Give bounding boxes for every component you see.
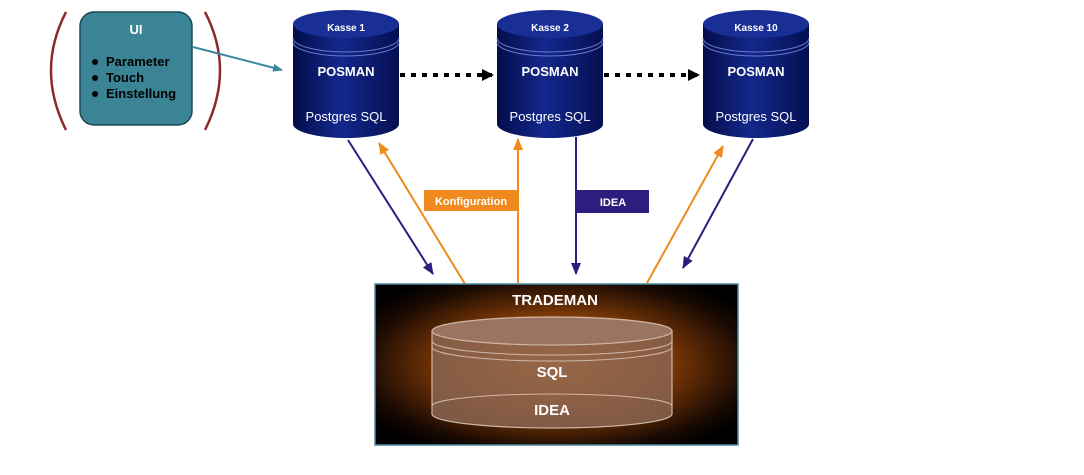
trademan-db-sub-label: IDEA <box>534 402 570 419</box>
konfiguration-tag: Konfiguration <box>424 190 519 211</box>
register-kasse-2: Kasse 2 POSMAN Postgres SQL <box>496 10 604 138</box>
trademan-to-kasse10-arrow <box>646 145 724 284</box>
ui-title: UI <box>130 22 143 37</box>
register-db: Postgres SQL <box>716 109 797 124</box>
left-bracket <box>49 11 68 131</box>
idea-label: IDEA <box>600 197 626 209</box>
idea-tag: IDEA <box>577 190 649 213</box>
ui-box: UI Parameter Touch Einstellung <box>79 11 193 126</box>
ui-item-parameter: Parameter <box>106 54 170 69</box>
register-db: Postgres SQL <box>306 109 387 124</box>
register-label: Kasse 2 <box>531 23 569 34</box>
trademan-to-kasse1-arrow <box>378 142 466 285</box>
register-db: Postgres SQL <box>510 109 591 124</box>
trademan-title: TRADEMAN <box>512 292 598 309</box>
register-kasse-1: Kasse 1 POSMAN Postgres SQL <box>292 10 400 138</box>
register-app: POSMAN <box>317 64 374 79</box>
kasse10-to-trademan-arrow <box>682 138 754 269</box>
register-label: Kasse 10 <box>734 23 778 34</box>
right-bracket <box>203 11 222 131</box>
trademan-database: SQL IDEA <box>431 316 673 429</box>
trademan-db-label: SQL <box>537 364 568 381</box>
register-app: POSMAN <box>521 64 578 79</box>
trademan-box: TRADEMAN SQL IDEA <box>374 283 739 446</box>
ui-to-kasse1-arrow <box>192 46 283 72</box>
ui-item-einstellung: Einstellung <box>106 86 176 101</box>
ui-item-touch: Touch <box>106 70 144 85</box>
register-app: POSMAN <box>727 64 784 79</box>
kasse1-to-trademan-arrow <box>347 139 434 275</box>
register-kasse-10: Kasse 10 POSMAN Postgres SQL <box>702 10 810 138</box>
konfiguration-label: Konfiguration <box>435 196 507 208</box>
register-label: Kasse 1 <box>327 23 365 34</box>
